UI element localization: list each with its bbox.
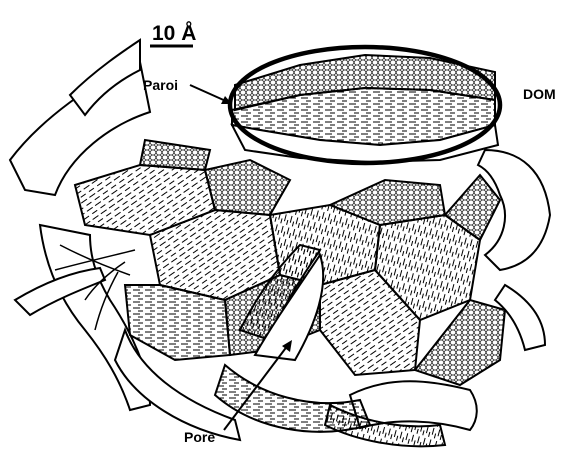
scale-bar: 10 Å: [150, 21, 196, 46]
wall-label: Paroi: [143, 77, 178, 93]
scale-bar-label: 10 Å: [152, 21, 196, 45]
wall-arrow: [190, 85, 232, 104]
pore-label: Pore: [184, 429, 215, 445]
dom-label: DOM: [523, 86, 556, 102]
